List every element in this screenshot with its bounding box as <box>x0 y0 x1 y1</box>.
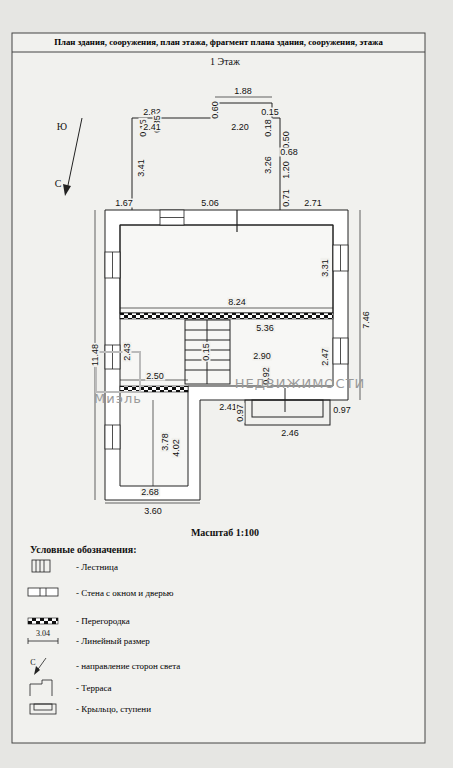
title-text: План здания, сооружения, план этажа, фра… <box>13 34 424 51</box>
dimension-label: 1.88 <box>233 87 253 96</box>
dimension-label: 3.31 <box>321 258 330 278</box>
dimension-label: 2.41 <box>142 123 162 132</box>
dimension-label: 0.15 <box>202 342 211 362</box>
plan-label: Условные обозначения: <box>30 545 137 555</box>
dimension-label: 0.97 <box>236 403 245 423</box>
plan-label: 3.04 <box>36 630 50 638</box>
dimension-label: 2.68 <box>140 488 160 497</box>
plan-label: С <box>30 659 35 667</box>
legend-text: - Лестница <box>76 563 118 572</box>
dimension-label: 0.97 <box>332 406 352 415</box>
dimension-label: 2.46 <box>280 429 300 438</box>
dimension-label: 1.67 <box>114 199 134 208</box>
plan-label: С <box>55 179 62 189</box>
dimension-label: 3.41 <box>137 158 146 178</box>
dimension-label: 1.20 <box>282 160 291 180</box>
dimension-label: 0.71 <box>282 188 291 208</box>
dimension-label: 4.02 <box>172 438 181 458</box>
plan-label: 1 Этаж <box>210 57 240 67</box>
dimension-label: 8.24 <box>227 298 247 307</box>
dimension-label: 5.36 <box>255 324 275 333</box>
dimension-label: 3.78 <box>161 432 170 452</box>
dimension-label: 2.50 <box>145 372 165 381</box>
legend-text: - направление сторон света <box>76 662 180 671</box>
dimension-label: 2.43 <box>123 342 132 362</box>
watermark: Миэль <box>94 392 142 405</box>
dimension-label: 2.71 <box>303 199 323 208</box>
dimension-label: 7.46 <box>362 310 371 330</box>
dimension-label: 2.47 <box>321 347 330 367</box>
dimension-label: 2.20 <box>230 123 250 132</box>
legend-text: - Перегородка <box>76 617 130 626</box>
dimension-label: 0.60 <box>211 100 220 120</box>
plan-label: Ю <box>57 122 67 132</box>
dimension-label: 11.48 <box>91 343 100 367</box>
dimension-label: 3.26 <box>264 155 273 175</box>
legend-text: - Стена с окном и дверью <box>76 589 174 598</box>
dimension-label: 2.90 <box>252 352 272 361</box>
legend-text: - Крыльцо, ступени <box>76 705 151 714</box>
dimension-label: 0.18 <box>264 118 273 138</box>
dimension-label: 0.68 <box>279 148 299 157</box>
watermark: НЕДВИЖИМОСТИ <box>235 377 366 390</box>
plan-label: Масштаб 1:100 <box>191 528 259 538</box>
legend-text: - Терраса <box>76 684 112 693</box>
dimension-label: 5.06 <box>200 199 220 208</box>
dimension-label: 3.60 <box>143 507 163 516</box>
legend-text: - Линейный размер <box>76 637 150 646</box>
dimension-label: 0.15 <box>260 108 280 117</box>
